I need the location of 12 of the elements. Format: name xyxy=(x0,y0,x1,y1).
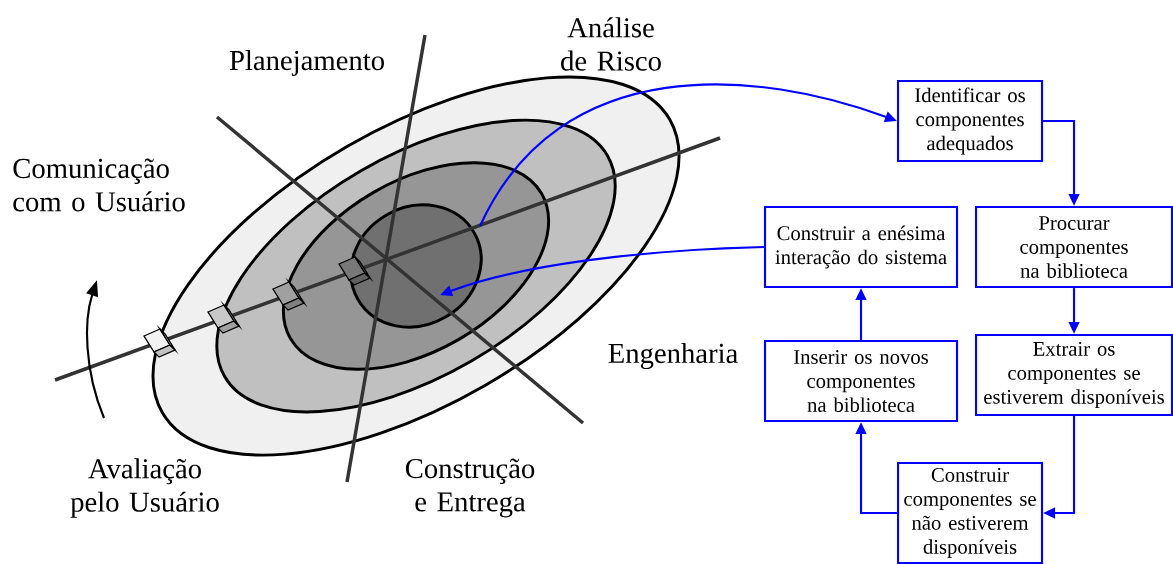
process-box: Construir a enésima interação do sistema xyxy=(763,205,959,289)
phase-label: Análise de Risco xyxy=(561,17,661,71)
phase-label: Comunicação com o Usuário xyxy=(13,158,185,212)
process-box: Inserir os novos componentes na biblioteca xyxy=(763,339,959,423)
phase-label: Avaliação pelo Usuário xyxy=(70,458,219,518)
phase-label: Construção e Entrega xyxy=(405,458,535,518)
phase-label: Engenharia xyxy=(608,342,738,370)
process-box: Extrair os componentes se estiverem disponíveis xyxy=(974,333,1173,417)
phase-label: Planejamento xyxy=(229,50,384,76)
process-box: Construir componentes se não estiverem disponíveis xyxy=(896,461,1044,564)
process-box: Procurar componentes na biblioteca xyxy=(974,205,1173,289)
process-box: Identificar os componentes adequados xyxy=(896,79,1044,163)
